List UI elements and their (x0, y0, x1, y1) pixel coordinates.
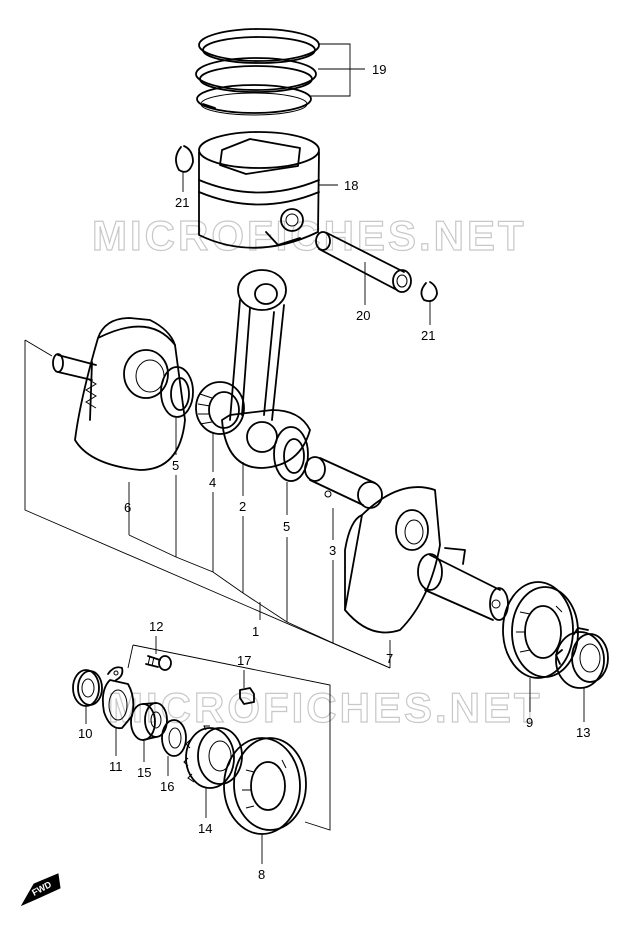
callout-20: 20 (356, 308, 370, 323)
left-main-bearing (223, 737, 307, 835)
watermark-top: MICROFICHES.NET (92, 212, 527, 259)
callout-5-left: 5 (172, 458, 179, 473)
crank-drive-gear (183, 725, 243, 789)
spacer (130, 702, 168, 741)
callout-19: 19 (372, 62, 386, 77)
callout-2: 2 (239, 499, 246, 514)
callout-9: 9 (526, 715, 533, 730)
callout-labels: 19 18 21 20 21 5 4 2 6 5 3 1 7 9 13 12 1… (78, 62, 590, 882)
key (239, 687, 255, 705)
callout-11: 11 (109, 759, 123, 774)
callout-10: 10 (78, 726, 92, 741)
watermark-bottom: MICROFICHES.NET (108, 684, 543, 731)
piston (198, 131, 320, 249)
callout-4: 4 (209, 475, 216, 490)
callout-14: 14 (198, 821, 212, 836)
right-main-bearing (502, 581, 579, 679)
piston-ring-set (195, 28, 320, 116)
callout-16: 16 (160, 779, 174, 794)
piston-pin-circlip-right (420, 281, 438, 303)
callout-5-right: 5 (283, 519, 290, 534)
callout-18: 18 (344, 178, 358, 193)
leader-lines (24, 43, 585, 864)
callout-8: 8 (258, 867, 265, 882)
needle-bearing (195, 381, 245, 435)
crank-pin (304, 456, 383, 509)
callout-13: 13 (576, 725, 590, 740)
connecting-rod (221, 269, 311, 469)
callout-17: 17 (237, 653, 251, 668)
left-crank-web (52, 317, 186, 471)
piston-pin-circlip-left (175, 145, 194, 173)
right-crank-web (344, 486, 509, 634)
callout-21-left: 21 (175, 195, 189, 210)
callout-6: 6 (124, 500, 131, 515)
callout-15: 15 (137, 765, 151, 780)
oil-seal (72, 669, 103, 707)
retainer-plate (101, 666, 135, 730)
callout-7: 7 (386, 651, 393, 666)
thrust-washer-left (160, 366, 194, 418)
piston-pin (315, 231, 412, 293)
thrust-washer-right (273, 426, 309, 482)
lock-nut (555, 627, 609, 689)
callout-3: 3 (329, 543, 336, 558)
callout-1: 1 (252, 624, 259, 639)
forward-direction-arrow: FWD (20, 873, 61, 907)
bolt (145, 655, 172, 671)
callout-21-right: 21 (421, 328, 435, 343)
callout-12: 12 (149, 619, 163, 634)
washer (161, 719, 187, 757)
